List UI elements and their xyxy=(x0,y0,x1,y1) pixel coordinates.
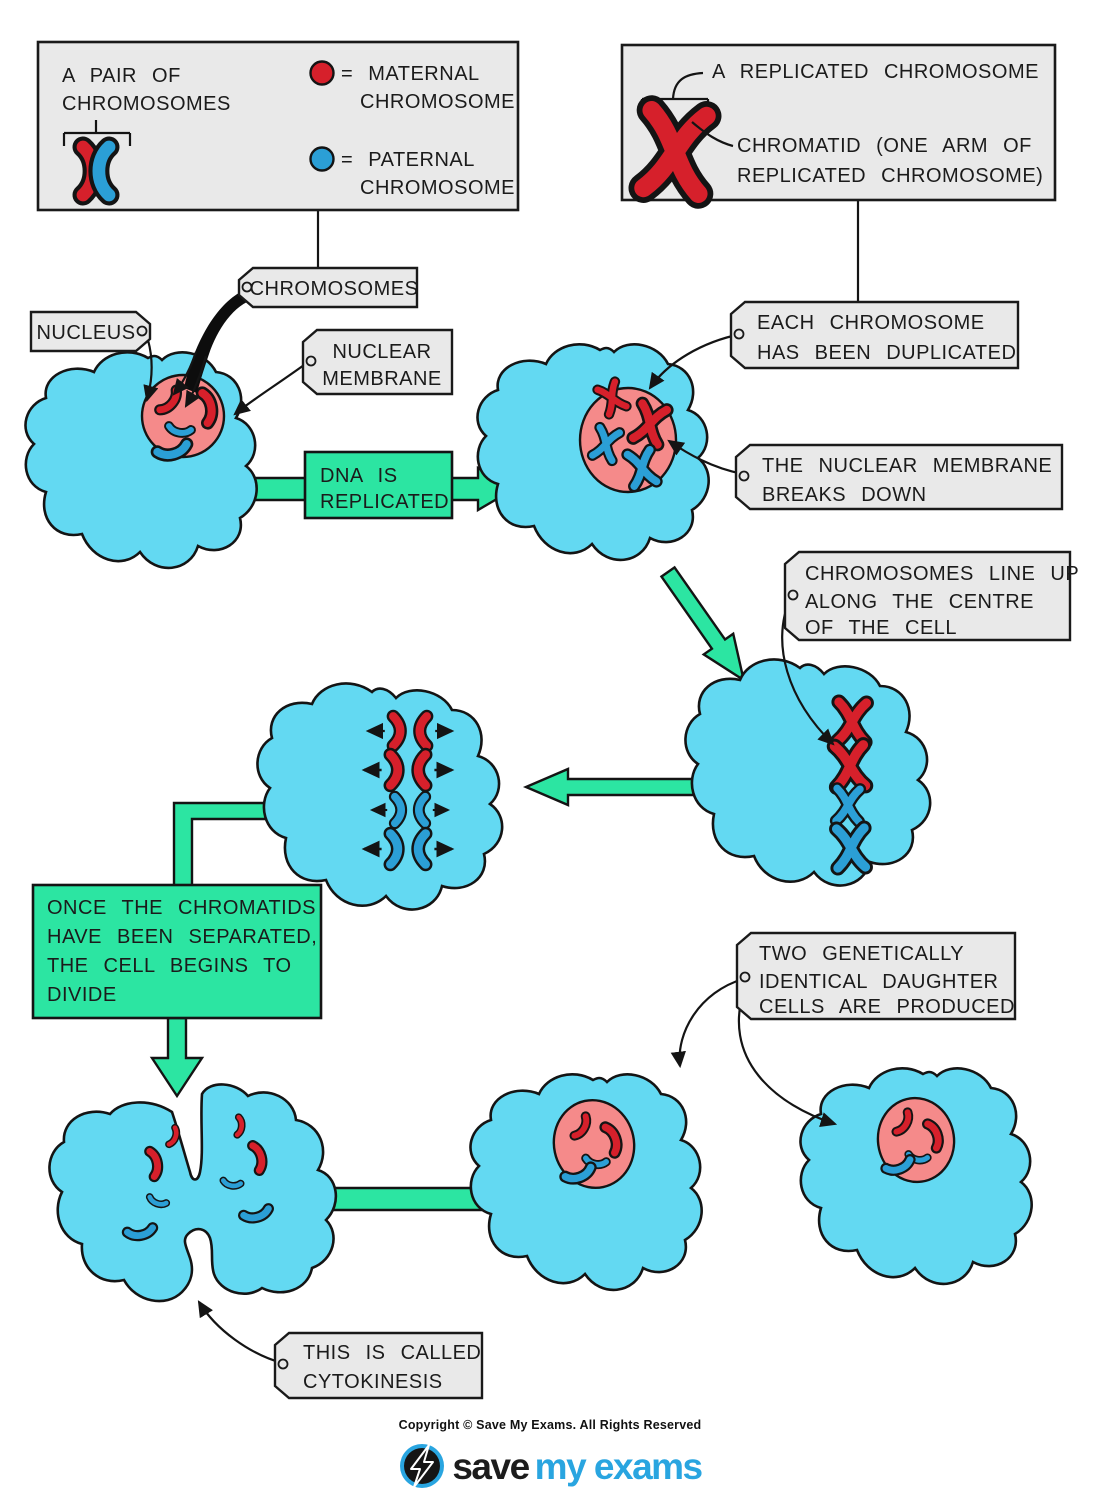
divide-box-line: ONCE THE CHROMATIDS xyxy=(47,897,316,919)
tag-label-line: EACH CHROMOSOME xyxy=(757,312,985,334)
paternal-dot xyxy=(309,146,335,172)
legend-box: A PAIR OF CHROMOSOMES = MATERNAL CHROMOS… xyxy=(36,40,520,212)
tag-label-line: IDENTICAL DAUGHTER xyxy=(759,971,999,993)
brand-logo: save my exams xyxy=(0,1442,1100,1490)
legend-pair-line: A PAIR OF xyxy=(62,65,181,87)
tag-label-line: ALONG THE CENTRE xyxy=(805,591,1034,613)
lightning-bolt-icon xyxy=(400,1444,445,1488)
dna-box-line: REPLICATED xyxy=(320,491,449,513)
daughter-cell-1 xyxy=(469,1073,703,1292)
daughter-cell-2 xyxy=(799,1067,1033,1286)
legend-pair-line: CHROMOSOMES xyxy=(62,93,231,115)
tag-nucleus: NUCLEUS xyxy=(29,310,152,353)
tag-label-line: NUCLEAR xyxy=(332,341,431,363)
replicated-title: A REPLICATED CHROMOSOME xyxy=(712,61,1039,83)
tag-label-line: CHROMOSOMES LINE UP xyxy=(805,563,1079,585)
tag-nuclear-membrane: NUCLEAR MEMBRANE xyxy=(301,328,454,396)
lead-nuclear-membrane xyxy=(233,359,312,416)
tag-line-up: CHROMOSOMES LINE UP ALONG THE CENTRE OF … xyxy=(783,550,1079,642)
replicated-title-pointer xyxy=(671,71,704,100)
dna-replicated-box: DNA IS REPLICATED xyxy=(303,450,454,520)
legend-paternal-line: CHROMOSOME xyxy=(360,177,515,199)
tag-membrane-breaks: THE NUCLEAR MEMBRANE BREAKS DOWN xyxy=(734,443,1064,511)
tag-daughter-cells: TWO GENETICALLY IDENTICAL DAUGHTER CELLS… xyxy=(735,931,1017,1021)
copyright-text: Copyright © Save My Exams. All Rights Re… xyxy=(398,1418,702,1432)
nucleus-circle xyxy=(552,1098,636,1190)
divide-box-line: THE CELL BEGINS TO xyxy=(47,955,292,977)
tag-label-line: THE NUCLEAR MEMBRANE xyxy=(762,455,1052,477)
divide-box: ONCE THE CHROMATIDS HAVE BEEN SEPARATED,… xyxy=(31,883,323,1020)
tag-chromosomes: CHROMOSOMES xyxy=(237,266,419,309)
lead-membrane-breaks xyxy=(667,439,744,476)
legend-maternal-line: = MATERNAL xyxy=(341,63,480,85)
cell-dna-replicated xyxy=(476,343,710,562)
logo-myexams-text: my exams xyxy=(534,1445,703,1487)
tag-each-chromosome: EACH CHROMOSOME HAS BEEN DUPLICATED xyxy=(729,300,1020,370)
dna-box-line: DNA IS xyxy=(320,465,398,487)
tag-label-line: THIS IS CALLED xyxy=(303,1342,481,1364)
nucleus-circle xyxy=(876,1096,956,1184)
tag-label-line: CYTOKINESIS xyxy=(303,1371,443,1393)
replicated-chromosome-box: A REPLICATED CHROMOSOME CHROMATID (ONE A… xyxy=(620,43,1057,200)
tag-chromosomes-label: CHROMOSOMES xyxy=(250,278,419,300)
cell-metaphase xyxy=(684,658,932,887)
lead-daughter-1 xyxy=(670,977,744,1069)
divide-box-line: HAVE BEEN SEPARATED, xyxy=(47,926,317,948)
cell-dividing xyxy=(48,1083,338,1303)
cell-anaphase xyxy=(256,682,504,911)
tag-nucleus-label: NUCLEUS xyxy=(36,322,135,344)
tag-label-line: CELLS ARE PRODUCED xyxy=(759,996,1015,1018)
tag-label-line: OF THE CELL xyxy=(805,617,957,639)
tag-cytokinesis: THIS IS CALLED CYTOKINESIS xyxy=(273,1331,484,1400)
arrow-to-metaphase xyxy=(659,565,746,683)
maternal-dot xyxy=(309,60,335,86)
legend-paternal-line: = PATERNAL xyxy=(341,149,475,171)
tag-label-line: MEMBRANE xyxy=(322,368,442,390)
legend-bracket xyxy=(62,120,132,146)
tag-label-line: BREAKS DOWN xyxy=(762,484,927,506)
tag-label-line: HAS BEEN DUPLICATED xyxy=(757,342,1016,364)
divide-box-line: DIVIDE xyxy=(47,984,117,1006)
lead-cytokinesis xyxy=(197,1300,283,1365)
arrow-to-cytokinesis xyxy=(149,1016,205,1099)
lead-nucleus xyxy=(143,339,159,403)
tag-label-line: TWO GENETICALLY xyxy=(759,943,964,965)
lead-each-chromosome xyxy=(648,332,742,390)
chromatid-line: REPLICATED CHROMOSOME) xyxy=(737,165,1043,187)
chromatid-line: CHROMATID (ONE ARM OF xyxy=(737,135,1032,157)
lead-chromosomes-2 xyxy=(184,355,208,408)
logo-save-text: save xyxy=(452,1445,530,1487)
cell-interphase xyxy=(24,351,258,570)
legend-maternal-line: CHROMOSOME xyxy=(360,91,515,113)
chromatid-pointer xyxy=(691,121,734,148)
lead-chromosomes-1 xyxy=(172,351,198,396)
